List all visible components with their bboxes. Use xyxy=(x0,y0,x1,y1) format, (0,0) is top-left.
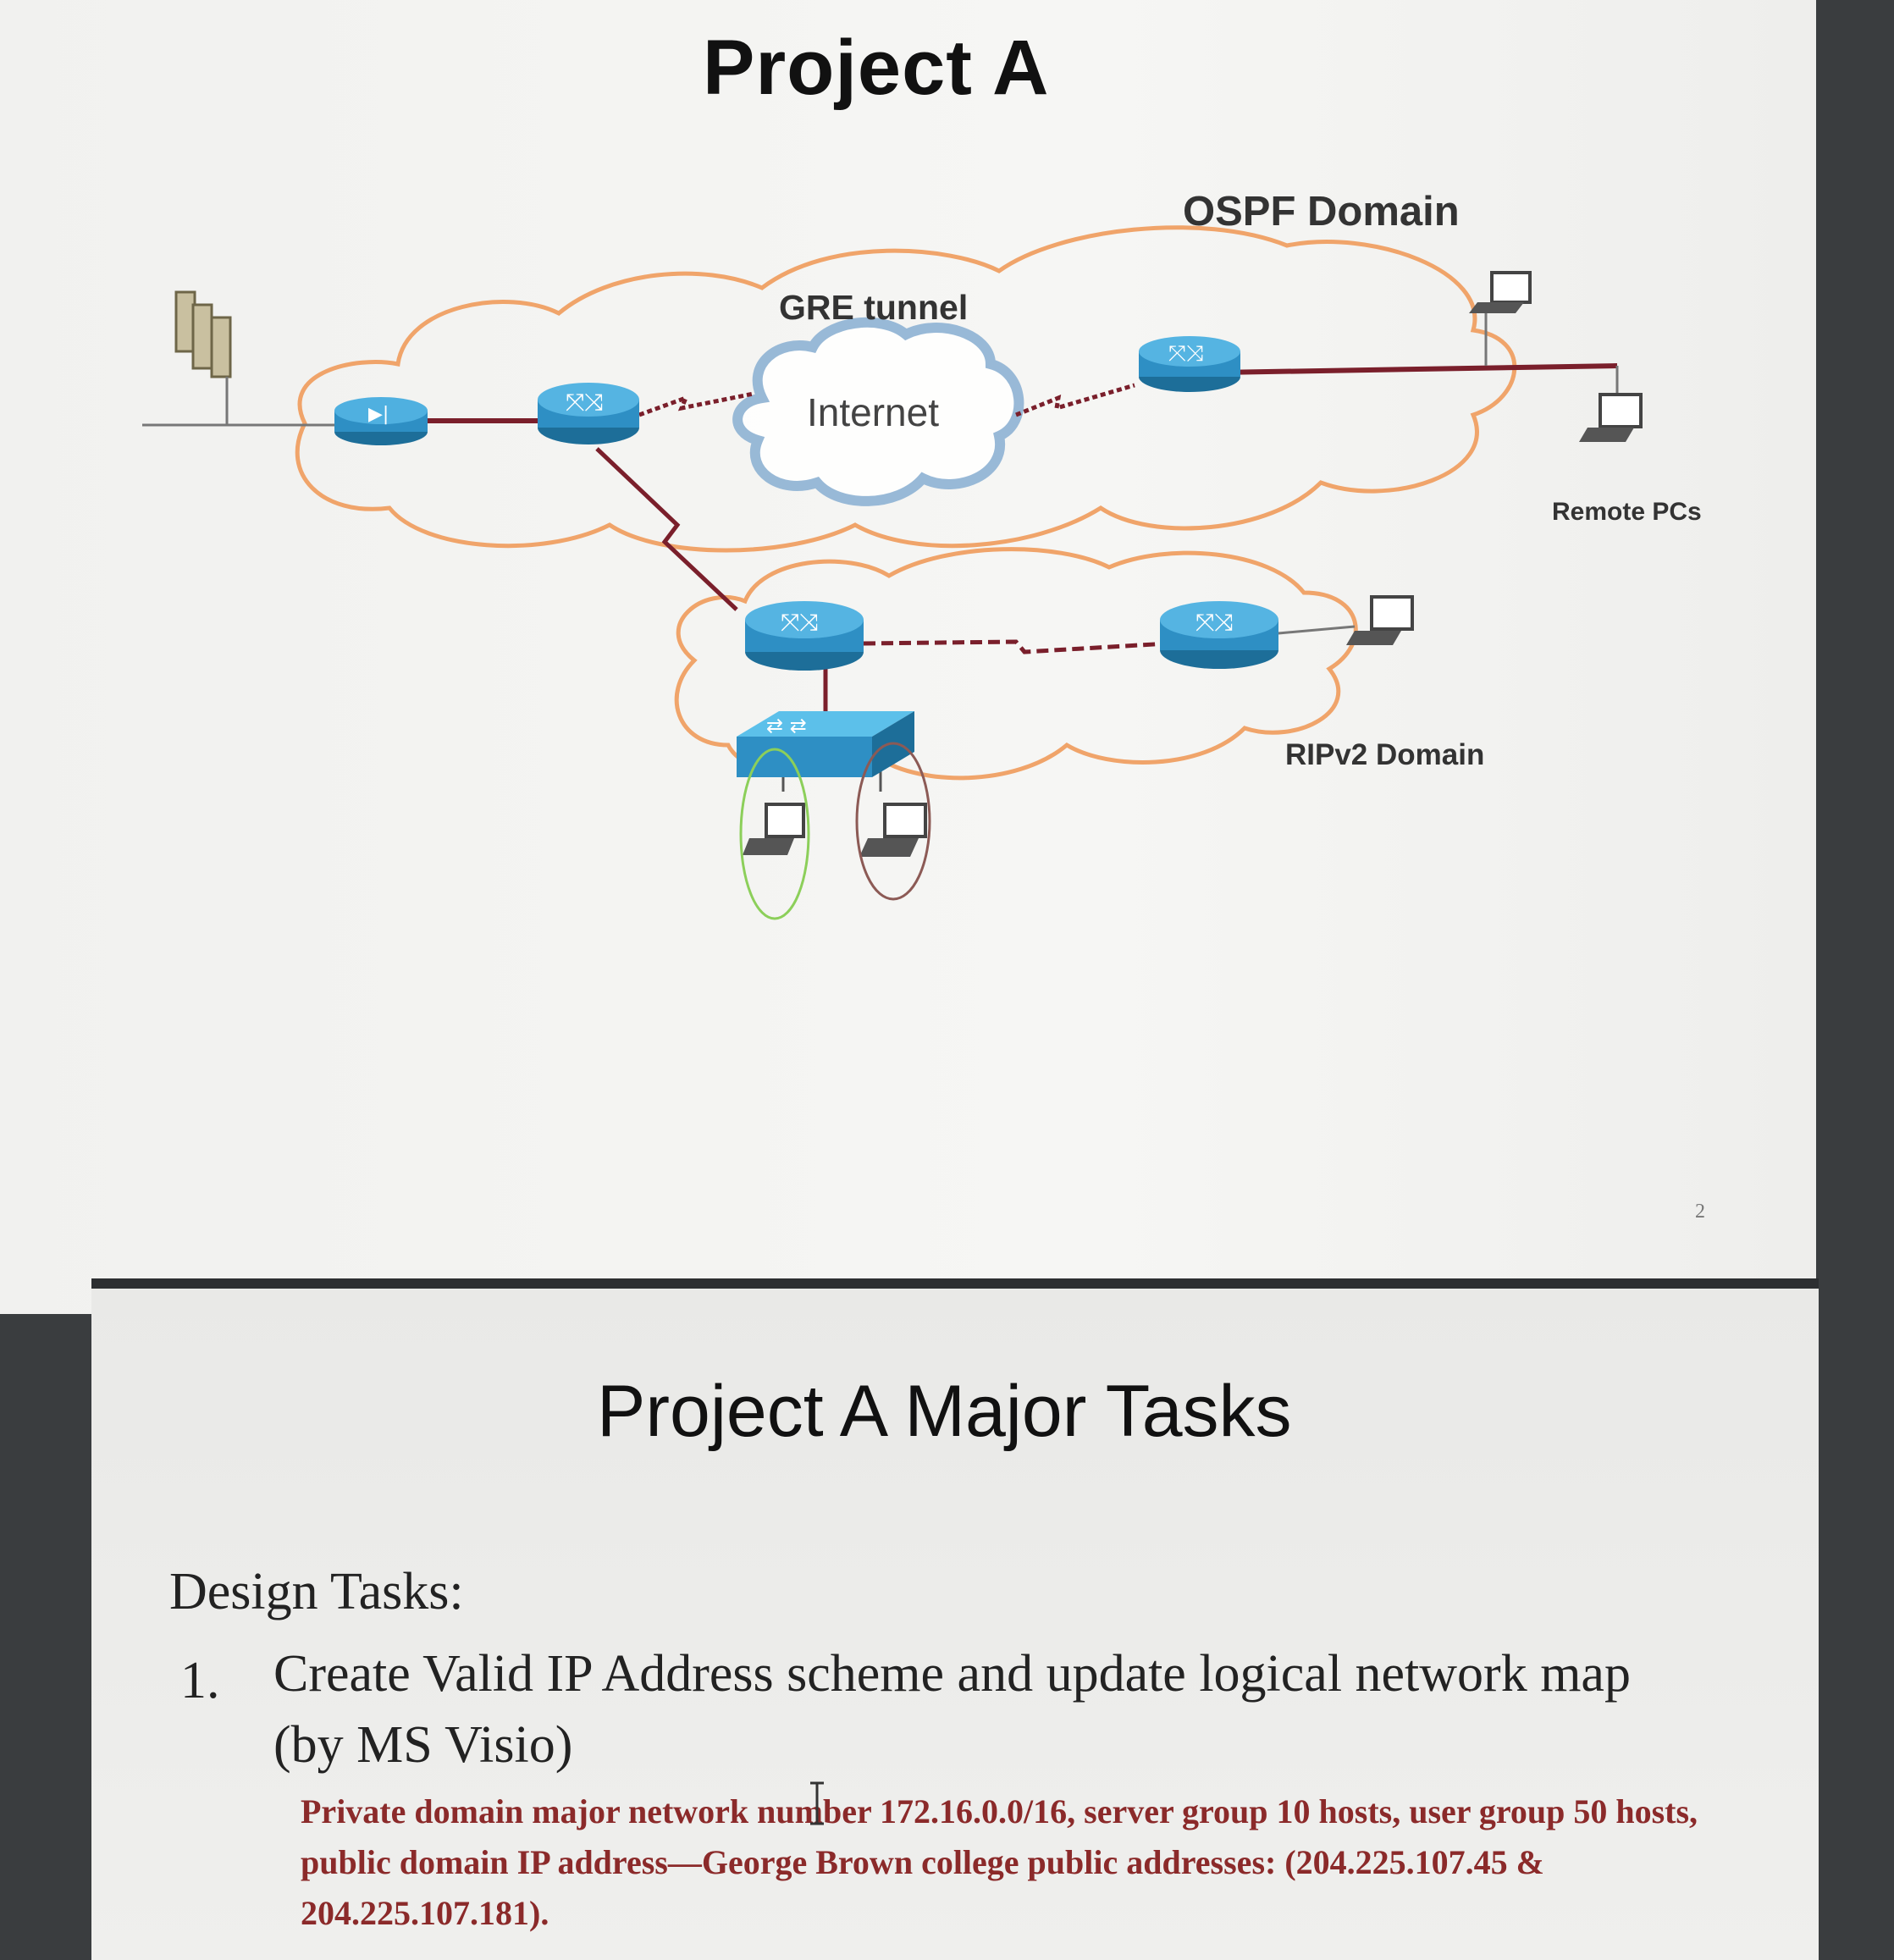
laptop-user-left-icon xyxy=(743,803,805,855)
page-number: 2 xyxy=(1695,1201,1705,1223)
svg-text:⤧⤨: ⤧⤨ xyxy=(1168,341,1204,367)
svg-text:⤧⤨: ⤧⤨ xyxy=(1195,608,1234,636)
internet-cloud xyxy=(732,317,1024,506)
router-rip-left-icon: ⤧⤨ xyxy=(745,601,864,671)
slide1-title: Project A xyxy=(703,25,1050,111)
task-text: Create Valid IP Address scheme and updat… xyxy=(273,1645,1631,1774)
ripv2-domain-label: RIPv2 Domain xyxy=(1285,738,1485,771)
network-diagram: ▶| ⤧⤨ ⤧⤨ ⤧⤨ ⤧⤨ ⇄ ⇄ xyxy=(142,225,1643,920)
ospf-domain-label: OSPF Domain xyxy=(1183,189,1460,235)
svg-text:⤧⤨: ⤧⤨ xyxy=(566,388,604,416)
laptop-remote-top-icon xyxy=(1469,271,1532,313)
slide2-title: Project A Major Tasks xyxy=(597,1371,1292,1452)
router-main-icon: ⤧⤨ xyxy=(538,383,639,444)
user-group-ellipse xyxy=(855,742,931,901)
firewall-icon: ▶| xyxy=(334,397,428,445)
text-cursor-icon xyxy=(810,1781,824,1825)
server-group-ellipse xyxy=(739,748,810,920)
router-ospf-icon: ⤧⤨ xyxy=(1139,336,1240,392)
laptop-rip-icon xyxy=(1346,595,1414,645)
slide-major-tasks xyxy=(91,1289,1819,1960)
svg-text:▶|: ▶| xyxy=(368,404,389,425)
gre-tunnel-label: GRE tunnel xyxy=(779,288,969,327)
task-detail: Private domain major network number 172.… xyxy=(301,1792,1698,1932)
laptop-remote-bottom-icon xyxy=(1579,393,1643,442)
svg-text:⇄ ⇄: ⇄ ⇄ xyxy=(766,714,807,737)
slide-divider xyxy=(91,1278,1819,1290)
svg-text:⤧⤨: ⤧⤨ xyxy=(781,608,819,636)
design-tasks-heading: Design Tasks: xyxy=(169,1563,464,1620)
server-icon xyxy=(174,290,232,425)
task-number: 1. xyxy=(180,1652,220,1709)
internet-label: Internet xyxy=(807,390,939,434)
remote-pcs-label: Remote PCs xyxy=(1552,498,1702,526)
laptop-user-right-icon xyxy=(859,803,927,857)
router-rip-right-icon: ⤧⤨ xyxy=(1160,601,1278,669)
slide-network-diagram xyxy=(0,0,1816,1314)
